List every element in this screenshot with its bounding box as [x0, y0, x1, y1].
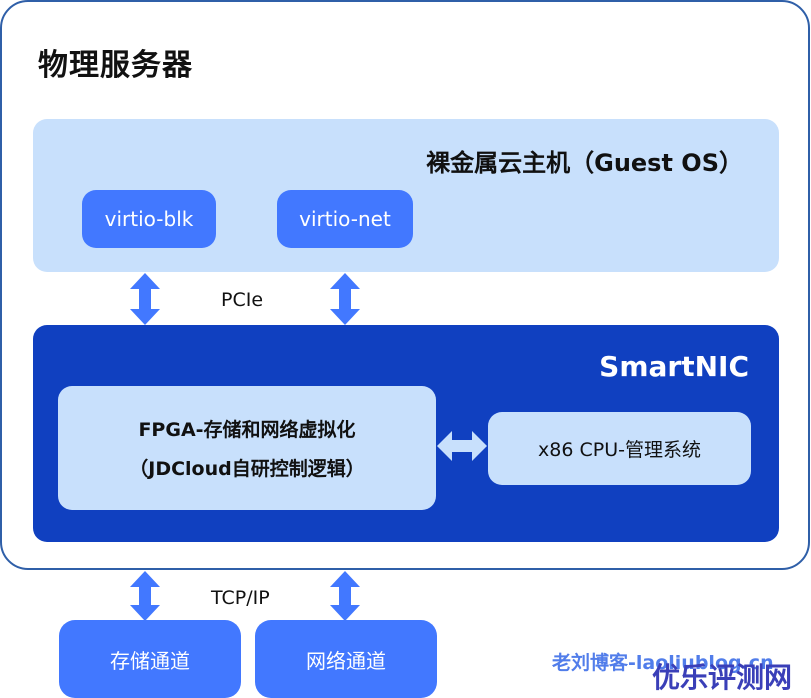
storage-channel-box: 存储通道	[59, 620, 241, 698]
pcie-arrow-right-icon	[330, 273, 360, 325]
watermark-text: 老刘博客-laoliublog.cn	[552, 652, 774, 674]
virtio-net-box: virtio-net	[277, 190, 413, 248]
pcie-arrow-left-icon	[130, 273, 160, 325]
fpga-box: FPGA-存储和网络虚拟化 （JDCloud自研控制逻辑）	[58, 386, 436, 510]
virtio-blk-box: virtio-blk	[82, 190, 216, 248]
x86-cpu-box: x86 CPU-管理系统	[488, 412, 751, 485]
tcpip-label: TCP/IP	[211, 587, 270, 609]
fpga-subtitle: （JDCloud自研控制逻辑）	[129, 458, 365, 480]
pcie-label: PCIe	[221, 289, 264, 311]
guest-os-title: 裸金属云主机（Guest OS）	[426, 149, 743, 177]
physical-server-title: 物理服务器	[38, 48, 193, 83]
tcpip-arrow-right-icon	[330, 571, 360, 621]
fpga-cpu-arrow-icon	[437, 431, 487, 461]
smartnic-title: SmartNIC	[599, 350, 749, 383]
tcpip-arrow-left-icon	[130, 571, 160, 621]
fpga-title: FPGA-存储和网络虚拟化	[138, 419, 356, 441]
network-channel-box: 网络通道	[255, 620, 437, 698]
watermark-logo: 优乐评测网	[652, 661, 793, 694]
